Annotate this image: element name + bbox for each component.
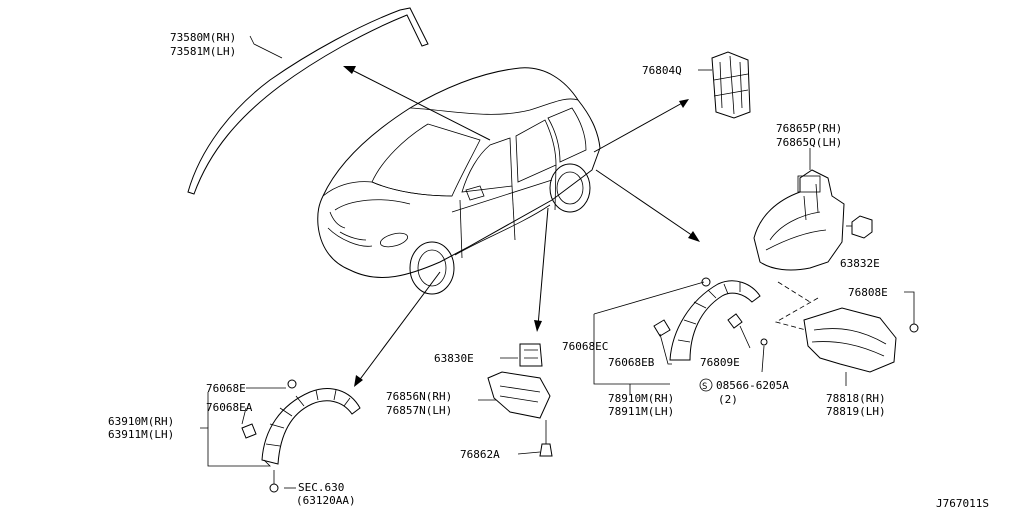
wheel-liner-78910m: [653, 277, 768, 361]
label-78818: 78818(RH): [826, 392, 886, 405]
front-wheel-liner-63910m: [241, 379, 361, 493]
screw-symbol-letter: S: [702, 382, 707, 392]
label-73580m: 73580M(RH): [170, 31, 236, 44]
part-labels: 73580M(RH) 73581M(LH) 76804Q 76865P(RH) …: [108, 31, 989, 510]
label-63832e: 63832E: [840, 257, 880, 270]
leader-lines: [200, 35, 915, 489]
label-76865q: 76865Q(LH): [776, 136, 842, 149]
label-63911m: 63911M(LH): [108, 428, 174, 441]
label-63910m: 63910M(RH): [108, 415, 174, 428]
screw-symbol: S: [699, 378, 713, 392]
label-78910m: 78910M(RH): [608, 392, 674, 405]
mud-flap-78818: [803, 307, 919, 373]
splash-guard-76865p: [753, 169, 873, 271]
label-76865p: 76865P(RH): [776, 122, 842, 135]
label-sec630: SEC.630: [298, 481, 344, 494]
label-76068ec: 76068EC: [562, 340, 608, 353]
drawing-code: J767011S: [936, 497, 989, 510]
label-63830e: 63830E: [434, 352, 474, 365]
label-sec630-ref: (63120AA): [296, 494, 356, 507]
label-76068e: 76068E: [206, 382, 246, 395]
label-76856n: 76856N(RH): [386, 390, 452, 403]
label-76862a: 76862A: [460, 448, 500, 461]
label-76068ea: 76068EA: [206, 401, 253, 414]
label-78819: 78819(LH): [826, 405, 886, 418]
label-73581m: 73581M(LH): [170, 45, 236, 58]
vehicle-illustration: [317, 67, 601, 295]
label-76808e: 76808E: [848, 286, 888, 299]
bracket-76804q: [711, 51, 751, 119]
label-76804q: 76804Q: [642, 64, 682, 77]
label-76857n: 76857N(LH): [386, 404, 452, 417]
side-cover-76856n: [487, 343, 553, 457]
label-78911m: 78911M(LH): [608, 405, 674, 418]
label-76809e: 76809E: [700, 356, 740, 369]
roof-moulding-part: [187, 7, 429, 195]
leader-arrows: [343, 66, 700, 387]
label-08566-qty: (2): [718, 393, 738, 406]
label-08566: 08566-6205A: [716, 379, 789, 392]
label-76068eb: 76068EB: [608, 356, 655, 369]
